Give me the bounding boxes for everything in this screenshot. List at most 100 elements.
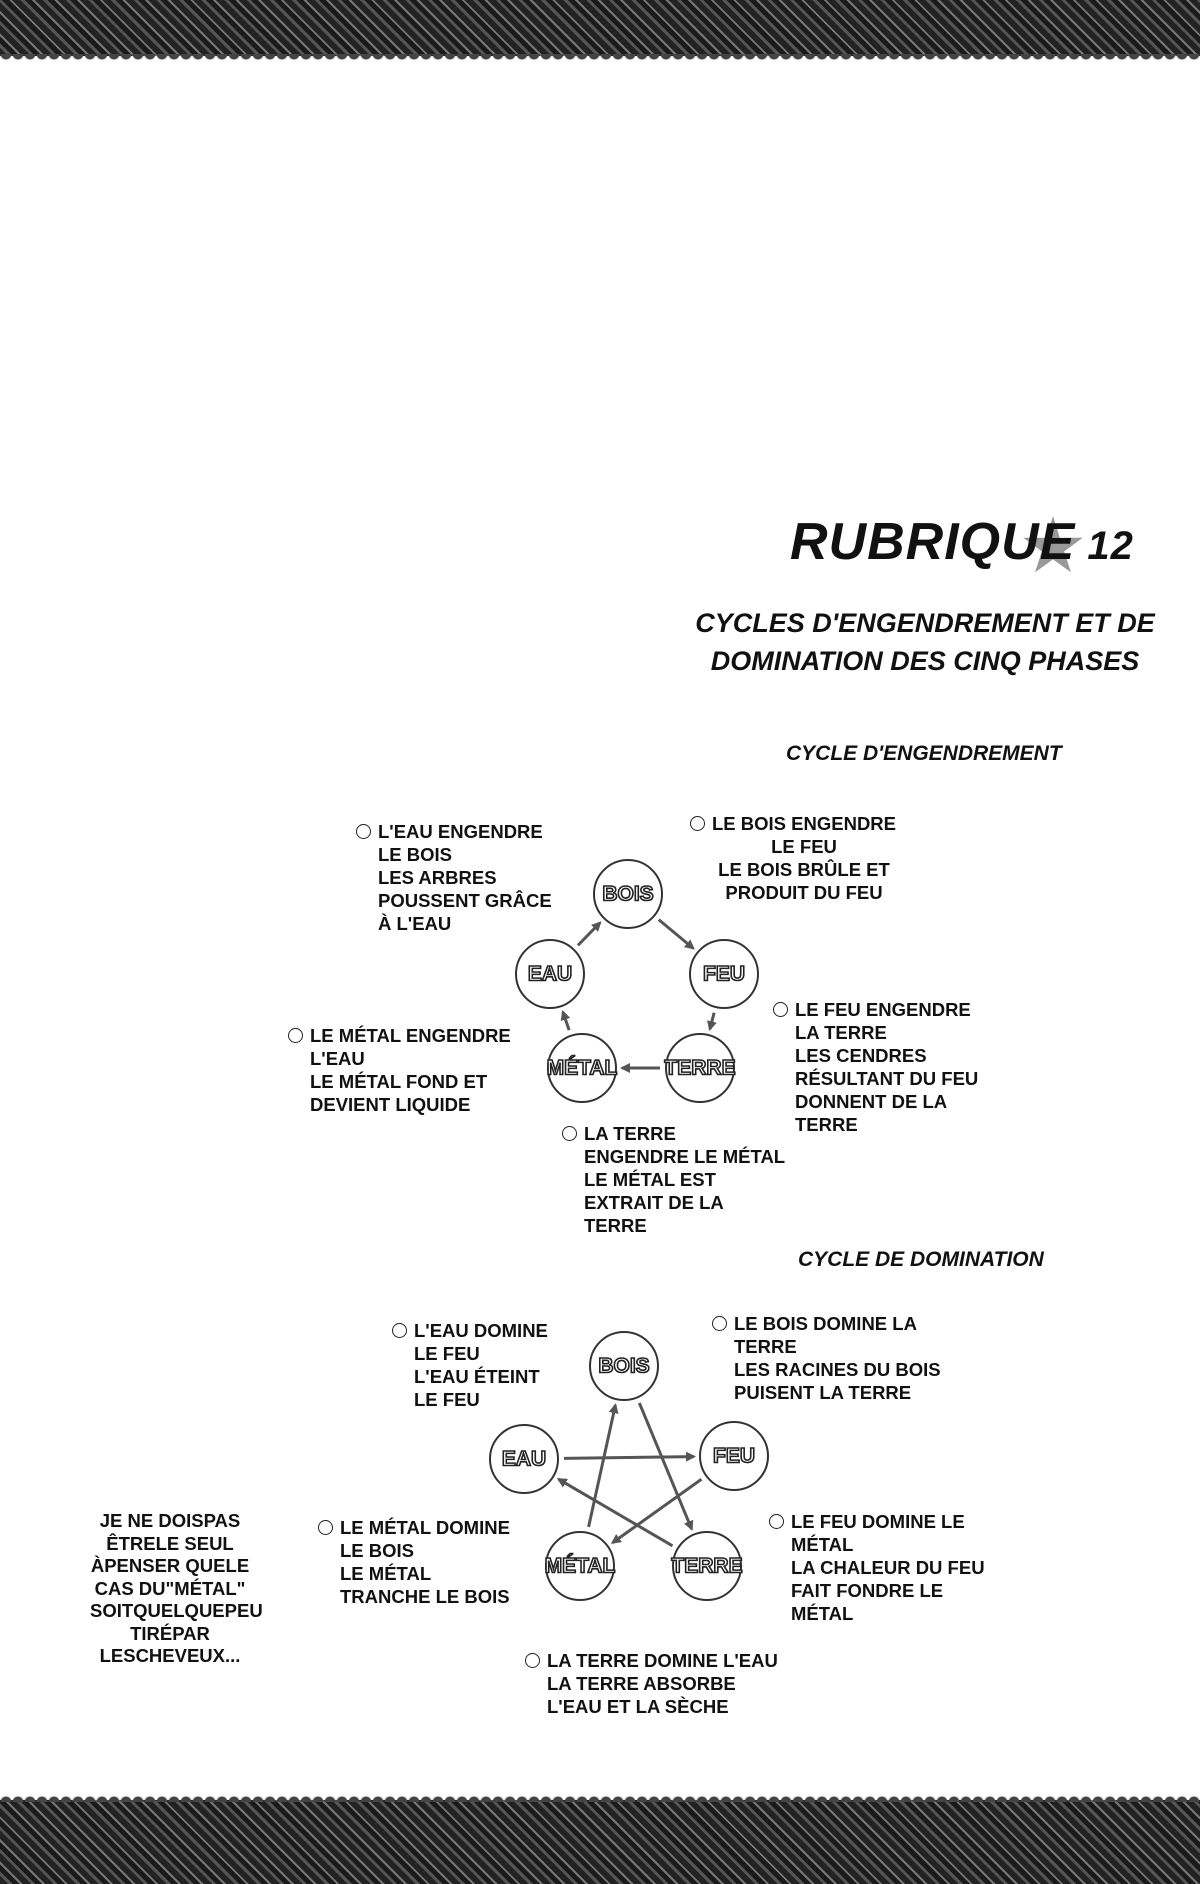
generation-node-terre: TERRE — [664, 1033, 736, 1103]
note-line: TERRE — [584, 1215, 647, 1236]
note-line: MÉTAL — [791, 1534, 854, 1555]
note-line: ENGENDRE LE MÉTAL — [584, 1146, 786, 1167]
domination-node-metal: MÉTAL — [544, 1531, 616, 1601]
note-line: LES ARBRES — [378, 867, 497, 888]
domination-node-terre: TERRE — [671, 1531, 743, 1601]
note-line: LE SEUL À — [90, 1532, 234, 1577]
note-line: LE BOIS DOMINE LA — [734, 1313, 917, 1334]
note-line: TRANCHE LE BOIS — [340, 1586, 510, 1607]
note-line: À L'EAU — [378, 913, 452, 934]
note-line: LA CHALEUR DU FEU — [791, 1557, 985, 1578]
element-label: MÉTAL — [547, 1057, 618, 1080]
note-line: "MÉTAL" SOIT — [90, 1577, 246, 1622]
generation-arrow-metal-to-eau — [560, 1009, 571, 1031]
domination-node-bois: BOIS — [589, 1331, 659, 1401]
bullet-circle-icon — [712, 1316, 727, 1331]
bullet-circle-icon — [356, 824, 371, 839]
note-line: LE CAS DU — [94, 1555, 250, 1599]
element-label: EAU — [528, 963, 572, 986]
title-word: RUBRIQUE — [790, 513, 1076, 571]
bullet-circle-icon — [288, 1028, 303, 1043]
note-line: LE MÉTAL DOMINE — [340, 1517, 510, 1538]
note-line: LE MÉTAL EST — [584, 1169, 716, 1190]
note-line: MÉTAL — [791, 1603, 854, 1624]
note-line: LE FEU — [414, 1343, 480, 1364]
note-line: L'EAU ENGENDRE — [378, 821, 543, 842]
generation-heading: CYCLE D'ENGENDREMENT — [786, 742, 1062, 765]
note-line: LES RACINES DU BOIS — [734, 1359, 941, 1380]
note-line: LE MÉTAL FOND ET — [310, 1071, 488, 1092]
author-aside-comment: JE NE DOISPAS ÊTRELE SEUL ÀPENSER QUELE … — [90, 1510, 263, 1668]
note-line: CHEVEUX... — [135, 1645, 241, 1666]
domination-node-eau: EAU — [489, 1424, 559, 1494]
domination-arrow-bois-to-terre — [637, 1402, 694, 1531]
domination-heading: CYCLE DE DOMINATION — [798, 1248, 1044, 1271]
note-line: DONNENT DE LA — [795, 1091, 948, 1112]
note-line: LE BOIS BRÛLE ET — [718, 859, 890, 880]
note-line: PAS ÊTRE — [106, 1510, 241, 1554]
note-line: LE FEU DOMINE LE — [791, 1511, 965, 1532]
note-line: LA TERRE — [584, 1123, 676, 1144]
bullet-circle-icon — [562, 1126, 577, 1141]
domination-arrows — [556, 1402, 703, 1548]
subtitle-line: DOMINATION DES CINQ PHASES — [710, 646, 1140, 676]
generation-arrows — [560, 918, 717, 1073]
domination-arrow-eau-to-feu — [563, 1451, 697, 1462]
note-line: LE MÉTAL ENGENDRE — [310, 1025, 511, 1046]
domination-nodes: BOIS FEU TERRE MÉTAL EAU — [489, 1331, 769, 1601]
note-line: DEVIENT LIQUIDE — [310, 1094, 471, 1115]
bullet-circle-icon — [769, 1514, 784, 1529]
subtitle-line: CYCLES D'ENGENDREMENT ET DE — [695, 608, 1155, 638]
note-line: LE BOIS — [340, 1540, 415, 1561]
note-line: RÉSULTANT DU FEU — [795, 1068, 979, 1089]
generation-arrow-bois-to-feu — [657, 918, 695, 950]
note-line: PUISENT LA TERRE — [734, 1382, 912, 1403]
note-line: EXTRAIT DE LA — [584, 1192, 724, 1213]
element-label: BOIS — [598, 1355, 649, 1378]
subtitle: CYCLES D'ENGENDREMENT ET DE DOMINATION D… — [690, 604, 1160, 680]
note-line: LE BOIS ENGENDRE — [712, 813, 896, 834]
note-line: L'EAU DOMINE — [414, 1320, 548, 1341]
domination-node-feu: FEU — [699, 1421, 769, 1491]
note-line: LE FEU — [414, 1389, 480, 1410]
note-line: LA TERRE DOMINE L'EAU — [547, 1650, 778, 1671]
bullet-circle-icon — [318, 1520, 333, 1535]
bullet-circle-icon — [773, 1002, 788, 1017]
note-line: LE FEU — [771, 836, 837, 857]
generation-arrow-eau-to-bois — [576, 921, 602, 947]
note-line: LES CENDRES — [795, 1045, 927, 1066]
element-label: TERRE — [671, 1555, 742, 1578]
bottom-border-decoration — [0, 1800, 1200, 1884]
domination-arrow-feu-to-metal — [610, 1478, 703, 1544]
note-line: PAR LES — [99, 1622, 210, 1667]
note-line: JE NE DOIS — [99, 1510, 204, 1531]
top-border-decoration — [0, 0, 1200, 64]
note-line: PENSER QUE — [104, 1555, 226, 1576]
note-line: FAIT FONDRE LE — [791, 1580, 944, 1601]
note-line: PRODUIT DU FEU — [725, 882, 883, 903]
note-line: TERRE — [795, 1114, 858, 1135]
note-line: LE FEU ENGENDRE — [795, 999, 971, 1020]
element-label: EAU — [502, 1448, 546, 1471]
note-line: L'EAU ÉTEINT — [414, 1366, 540, 1387]
note-line: LE MÉTAL — [340, 1563, 432, 1584]
note-line: TERRE — [734, 1336, 797, 1357]
generation-node-eau: EAU — [515, 939, 585, 1009]
bullet-circle-icon — [392, 1323, 407, 1338]
element-label: FEU — [713, 1445, 755, 1468]
note-line: LE BOIS — [378, 844, 453, 865]
note-line: LA TERRE — [795, 1022, 887, 1043]
generation-arrow-feu-to-terre — [707, 1012, 717, 1032]
